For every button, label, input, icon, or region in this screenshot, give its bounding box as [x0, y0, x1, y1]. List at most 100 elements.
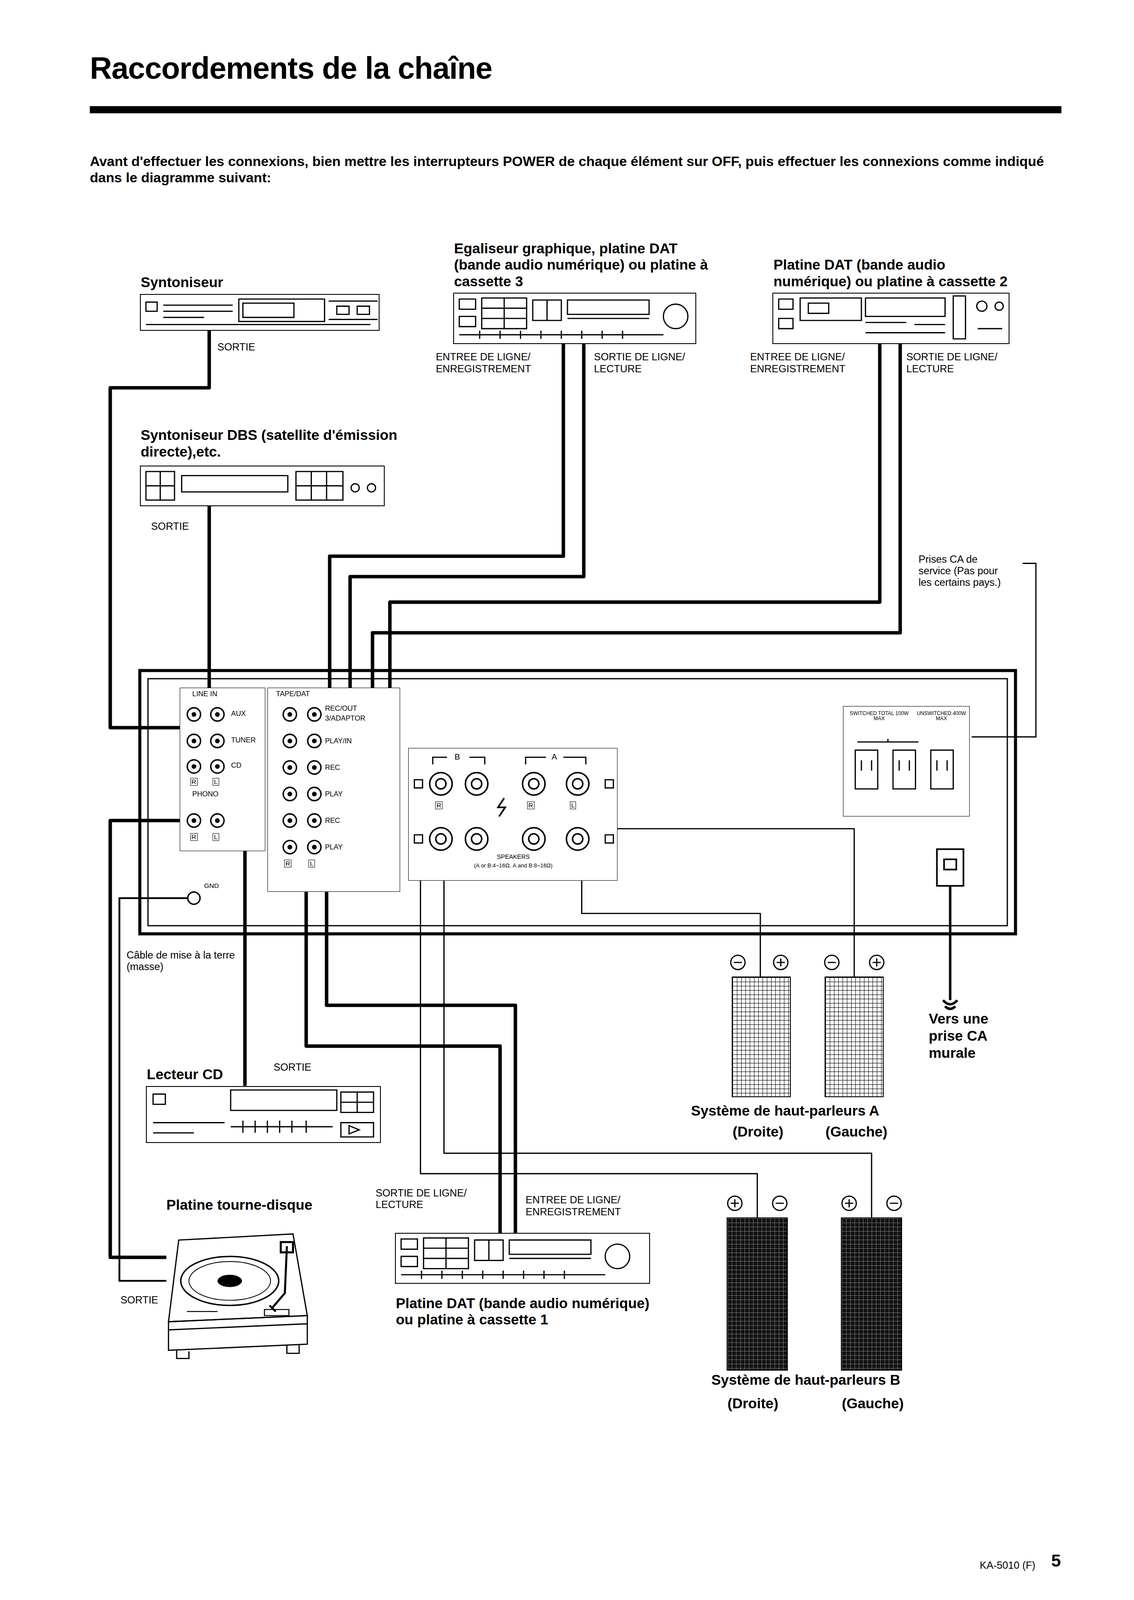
cable-label: SORTIE DE LIGNE/ LECTURE [906, 350, 1024, 375]
jack-panel: TAPE/DATREC/OUT3/ADAPTORPLAY/INRECPLAYRE… [267, 687, 401, 892]
jack-pin [215, 764, 220, 769]
record-label [217, 1274, 242, 1288]
jack [210, 734, 225, 748]
signal-cable [243, 851, 247, 1087]
title-rule [89, 106, 1062, 114]
jack-label: B [454, 752, 461, 762]
jack-pin [215, 712, 220, 717]
jack-label: R [284, 859, 292, 868]
jack-pin [287, 765, 293, 770]
cd-player-front [153, 1089, 374, 1137]
polarity-symbols [727, 955, 902, 1211]
signal-cable [372, 344, 901, 689]
turntable-deck [168, 1233, 308, 1322]
jack-label: AUX [231, 709, 246, 718]
cable-label: SORTIE DE LIGNE/ LECTURE [375, 1187, 493, 1211]
jack-label: L [212, 777, 220, 786]
device-box: Egaliseur graphique, platine DAT (bande … [453, 292, 697, 344]
jack-label: LINE IN [192, 690, 217, 698]
jack-pin [191, 818, 197, 823]
jack-pin [191, 764, 197, 769]
speaker-terminal [566, 772, 589, 795]
outlet-note: Prises CA de service (Pas pour les certa… [918, 553, 1006, 589]
jack-centres [191, 712, 317, 850]
polarity-squares [414, 779, 614, 844]
jack-label: 3/ADAPTOR [324, 714, 366, 723]
jack-label: CD [231, 761, 242, 770]
cable-label: SORTIE [120, 1294, 158, 1306]
device-heading: Platine DAT (bande audio numérique) ou p… [395, 1295, 651, 1329]
jack-label: REC [324, 816, 340, 825]
jack-pin [215, 738, 220, 744]
speaker-terminal [522, 772, 545, 795]
terminal-core [471, 834, 482, 845]
speaker-terminal [566, 827, 589, 850]
signal-cable [110, 330, 210, 728]
group-heading: Système de haut-parleurs A [691, 1102, 880, 1120]
cable-label: ENTREE DE LIGNE/ ENREGISTREMENT [750, 350, 868, 375]
speaker-box: (Gauche) [840, 1217, 903, 1371]
cable-label: SORTIE [273, 1061, 312, 1073]
device-heading: Platine DAT (bande audio numérique) ou p… [773, 256, 1013, 290]
signal-cable [329, 344, 564, 689]
device-heading: Syntoniseur DBS (satellite d'émission di… [140, 427, 432, 461]
jack-label: L [569, 801, 577, 810]
jack [210, 759, 225, 774]
speaker-terminal [465, 772, 488, 795]
dbs-tuner-front [145, 471, 376, 501]
cable-label: SORTIE [217, 341, 256, 353]
signal-cable [306, 892, 501, 1234]
jack [210, 813, 225, 828]
ground-terminal [187, 891, 201, 905]
turntable-controls [186, 1309, 289, 1316]
speaker-wire [581, 880, 760, 977]
deck-1-front [400, 1237, 630, 1279]
deck-3-front [459, 297, 688, 339]
terminal-core [435, 834, 446, 845]
jack-label: R [190, 833, 198, 841]
jack [283, 707, 297, 722]
device-box: Platine DAT (bande audio numérique) ou p… [772, 292, 1010, 344]
jack [307, 707, 321, 722]
polarity-strokes [730, 958, 899, 1208]
jack-label: SWITCHED TOTAL 100W MAX [846, 710, 912, 722]
terminal-core [528, 778, 539, 790]
jack-pin [287, 712, 293, 717]
speaker-wire [420, 880, 758, 1218]
device-heading: Syntoniseur [140, 274, 386, 291]
jack [283, 787, 297, 801]
jack-label: UNSWITCHED 400W MAX [914, 710, 968, 722]
jack-pin [287, 738, 293, 744]
tonearm [269, 1242, 294, 1312]
speaker-wire [617, 828, 855, 977]
rca-jacks [187, 707, 321, 905]
amplifier-housing [139, 670, 1016, 934]
jack [187, 707, 201, 722]
terminal-core [572, 778, 583, 790]
jack [307, 787, 321, 801]
jack-label: TAPE/DAT [276, 690, 310, 698]
jack-pin [287, 818, 293, 823]
jack [283, 734, 297, 748]
jack [307, 840, 321, 854]
cable-label: ENTREE DE LIGNE/ ENREGISTREMENT [435, 350, 553, 375]
jack-label: PLAY [324, 843, 343, 852]
speaker-terminal [522, 827, 545, 850]
device-box: Lecteur CD [145, 1086, 381, 1144]
speaker-side: (Gauche) [841, 1395, 904, 1412]
group-heading: Système de haut-parleurs B [711, 1371, 900, 1389]
speaker-terminal [429, 827, 452, 850]
jack-label: R [527, 801, 535, 810]
device-heading: Lecteur CD [146, 1066, 351, 1083]
jack [283, 813, 297, 828]
intro-note: Avant d'effectuer les connexions, bien m… [89, 153, 1070, 187]
jack-label: PLAY [324, 790, 343, 799]
cable-label: SORTIE DE LIGNE/ LECTURE [593, 350, 712, 375]
deck-2-front [778, 296, 1004, 339]
outlet-note: Vers une prise CA murale [928, 1010, 1016, 1062]
terminal-core [528, 834, 539, 845]
jack [307, 760, 321, 775]
panel-marks [119, 563, 1037, 1282]
jack-pin [311, 712, 317, 717]
